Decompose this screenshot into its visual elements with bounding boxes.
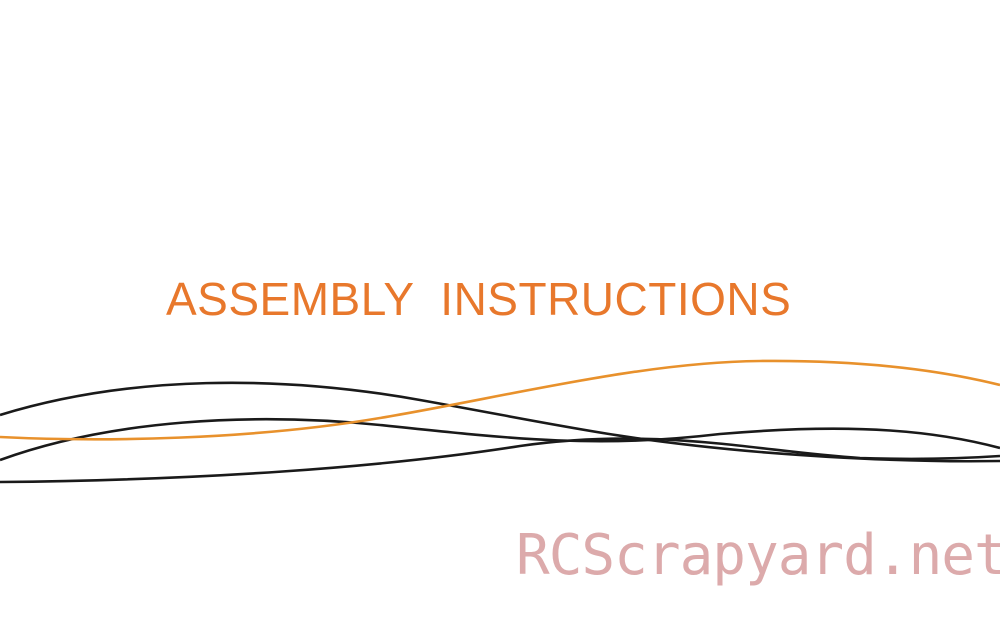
decorative-wave-lines	[0, 359, 1000, 484]
wave-line-orange	[0, 359, 1000, 441]
page-title: ASSEMBLY INSTRUCTIONS	[166, 273, 792, 325]
wave-line-black-2	[0, 417, 1000, 462]
watermark-text: RCScrapyard.net	[516, 523, 1000, 588]
wave-line-black-3	[0, 437, 1000, 484]
